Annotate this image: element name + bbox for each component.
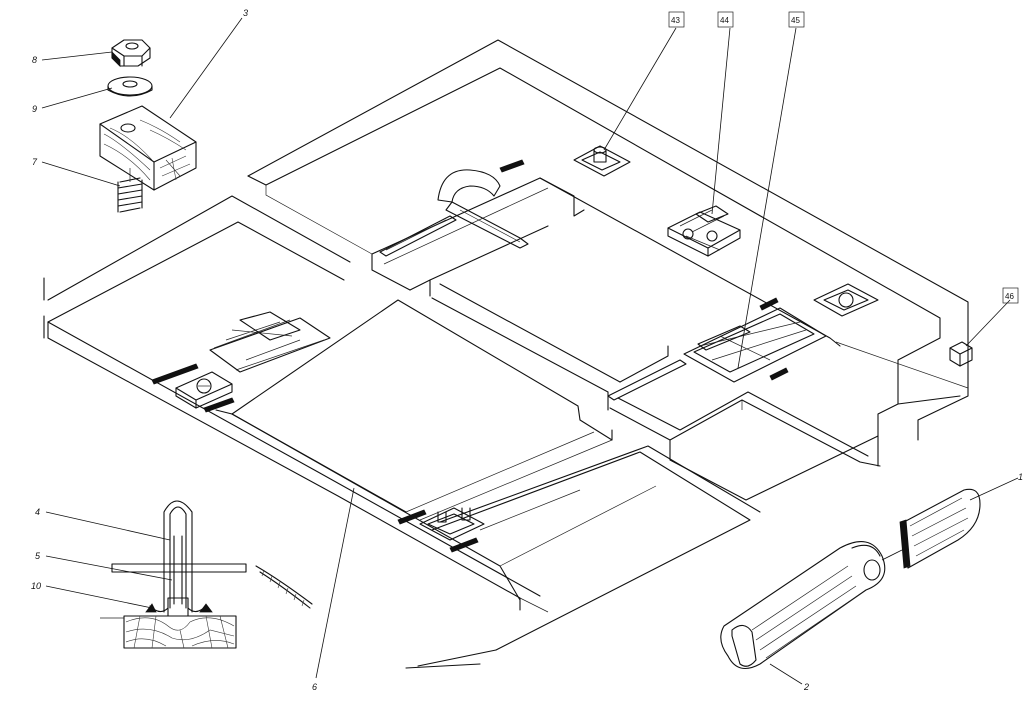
callout-3: 3 <box>243 8 248 18</box>
box-43-frame <box>668 11 685 28</box>
callout-6: 6 <box>312 682 317 692</box>
detail-handle-section <box>100 500 313 649</box>
block-46 <box>949 341 973 367</box>
rail-left <box>151 311 331 413</box>
box-46: 46 <box>1005 292 1014 301</box>
detail-pocket-handles <box>720 488 981 670</box>
box-44-frame <box>717 11 734 28</box>
box-44: 44 <box>720 16 729 25</box>
boxed-callouts: 43 44 45 46 <box>668 11 1019 304</box>
fitting-lower <box>397 489 581 553</box>
rail-right <box>607 297 827 401</box>
detail-bolt-assembly <box>99 39 197 213</box>
rail-upper <box>379 159 529 257</box>
callout-1: 1 <box>1018 472 1023 482</box>
box-45-frame <box>788 11 805 28</box>
box-43: 43 <box>671 16 680 25</box>
leader-lines <box>41 17 1019 685</box>
fitting-left <box>175 371 233 409</box>
callout-2: 2 <box>803 682 809 692</box>
callout-labels: 8 9 7 3 4 5 10 6 1 2 <box>31 8 1023 692</box>
fitting-right <box>813 283 879 317</box>
callout-9: 9 <box>32 104 37 114</box>
callout-8: 8 <box>32 55 37 65</box>
callout-7: 7 <box>32 157 38 167</box>
callout-5: 5 <box>35 551 41 561</box>
box-45: 45 <box>791 16 800 25</box>
floor-panels <box>43 39 969 669</box>
fitting-43 <box>573 145 631 177</box>
callout-4: 4 <box>35 507 40 517</box>
box-46-frame <box>1002 287 1019 304</box>
callout-10: 10 <box>31 581 41 591</box>
clamp-44 <box>667 205 741 257</box>
